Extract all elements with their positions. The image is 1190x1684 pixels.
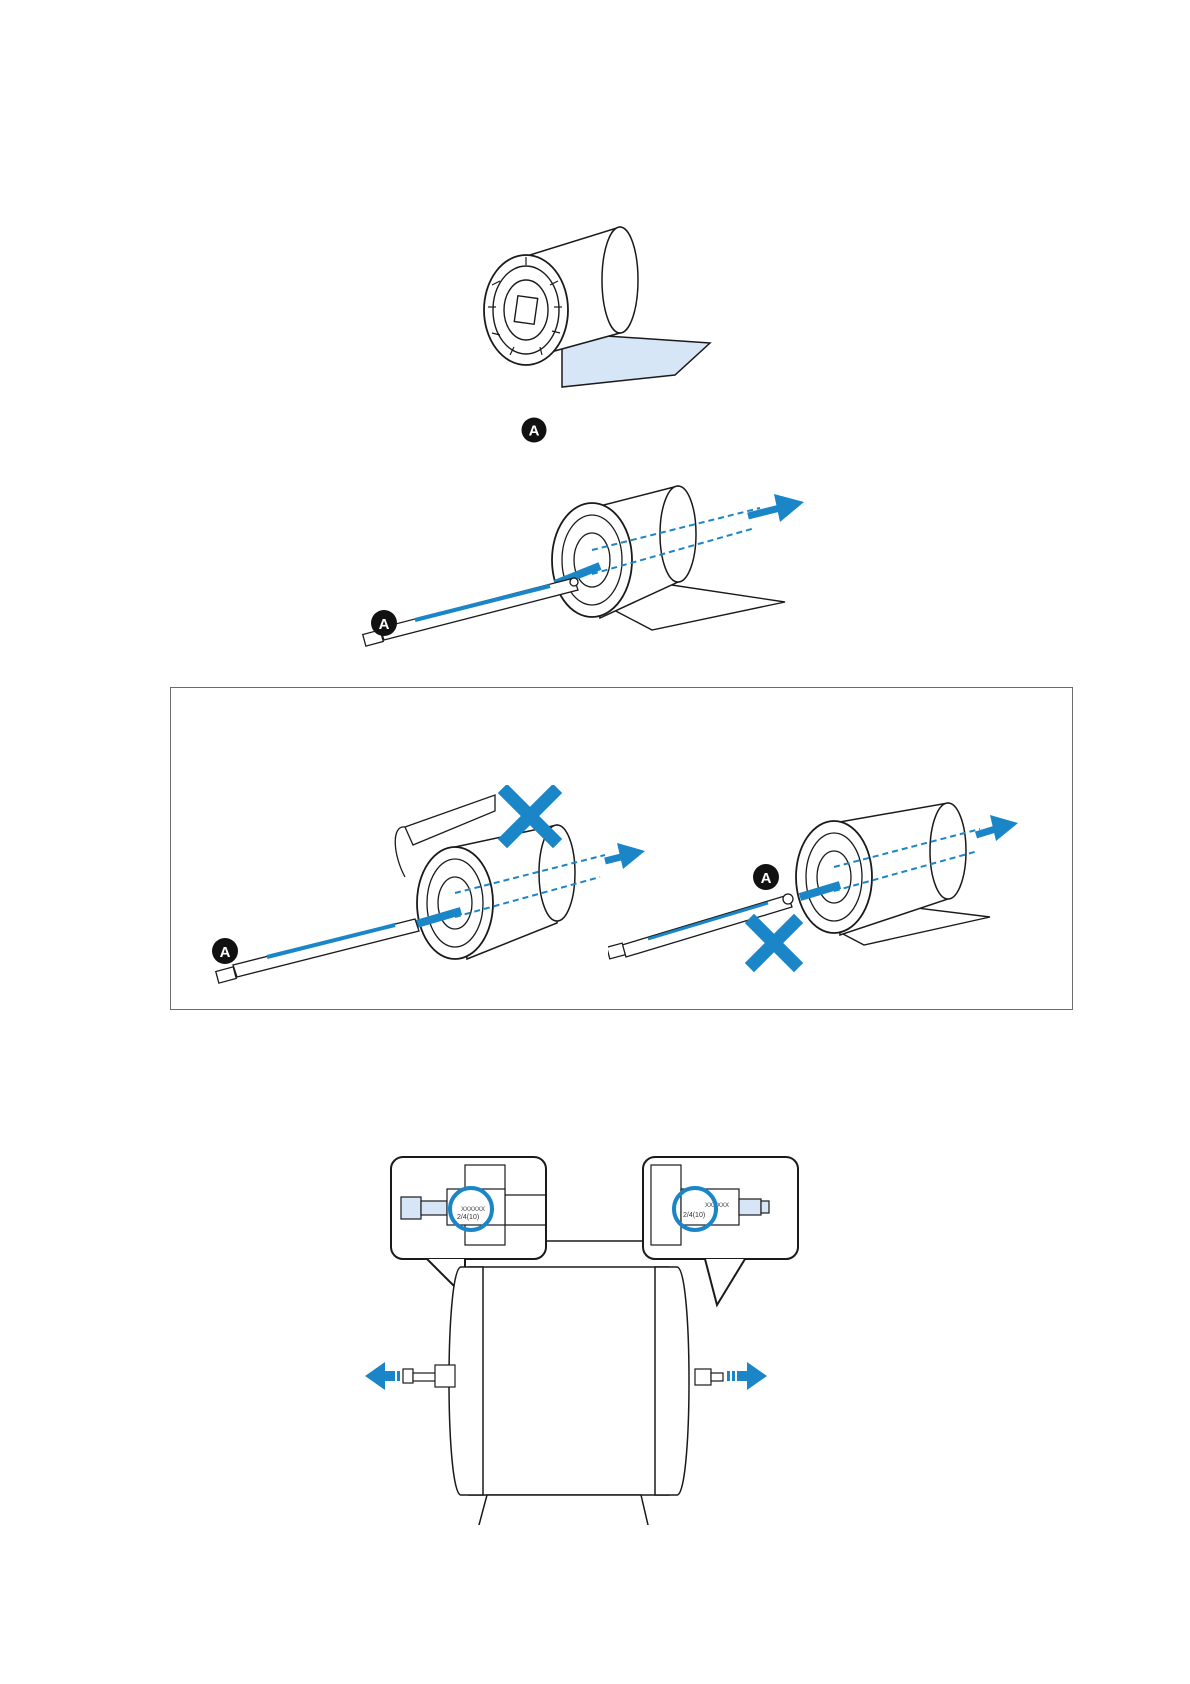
cross-mark-icon [754, 923, 794, 963]
svg-text:A: A [761, 870, 772, 887]
figure-wrong-paper-direction: A [205, 785, 655, 1005]
svg-text:2/4(10): 2/4(10) [457, 1214, 479, 1221]
label-a-icon: A [521, 417, 547, 443]
svg-text:XXXXXX: XXXXXX [461, 1207, 485, 1213]
arrow-right-icon [727, 1362, 767, 1390]
svg-text:A: A [379, 616, 390, 633]
arrow-left-icon [365, 1362, 400, 1390]
figure-insert-spindle: A [360, 478, 820, 668]
svg-text:2/4(10): 2/4(10) [683, 1212, 705, 1219]
figure-spindle-ends: XXXXXX 2/4(10) XXXXXX 2/4(10) [365, 1155, 825, 1525]
svg-text:A: A [529, 423, 540, 440]
figure-roll-paper [470, 215, 730, 390]
svg-text:A: A [220, 944, 231, 961]
figure-wrong-spindle-direction: A [608, 795, 1028, 1005]
